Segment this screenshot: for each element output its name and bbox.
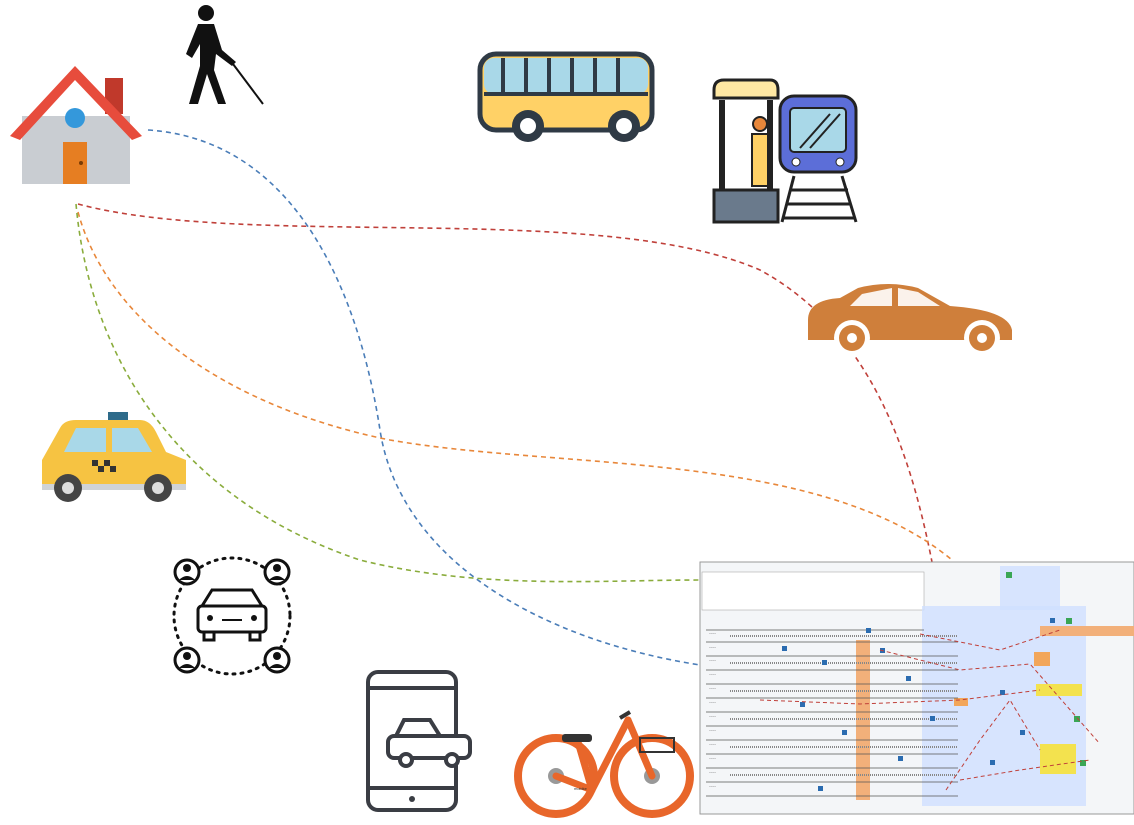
svg-text:~~~~: ~~~~ xyxy=(709,728,716,732)
ride-hailing-app-icon xyxy=(366,670,472,812)
edge-red xyxy=(77,203,933,563)
svg-text:~~~~: ~~~~ xyxy=(709,714,716,718)
svg-text:~~~~: ~~~~ xyxy=(709,645,716,649)
svg-text:~~~~: ~~~~ xyxy=(709,784,716,788)
pedestrian-with-cane-icon xyxy=(186,5,264,105)
svg-text:mobike: mobike xyxy=(574,786,588,791)
edge-green xyxy=(75,203,701,583)
svg-text:~~~~: ~~~~ xyxy=(709,756,716,760)
train-station-icon xyxy=(712,78,858,224)
svg-text:~~~~: ~~~~ xyxy=(709,686,716,690)
station-floor-plan: ~~~~ ~~~~ ~~~~ ~~~~ ~~~~ ~~~~ ~~~~ ~~~~ ~~~~… xyxy=(699,561,1134,815)
svg-text:~~~~: ~~~~ xyxy=(709,742,716,746)
svg-text:~~~~: ~~~~ xyxy=(709,672,716,676)
taxi-icon xyxy=(42,412,186,502)
svg-text:~~~~: ~~~~ xyxy=(709,770,716,774)
carpool-icon xyxy=(172,556,292,676)
bike-share-icon: mobike xyxy=(514,710,694,818)
svg-text:~~~~: ~~~~ xyxy=(709,631,716,635)
car-icon xyxy=(808,284,1012,356)
svg-text:~~~~: ~~~~ xyxy=(709,700,716,704)
house-icon xyxy=(10,66,142,184)
edge-blue xyxy=(147,129,701,666)
edge-orange xyxy=(77,211,953,561)
bus-icon xyxy=(477,51,655,142)
svg-text:~~~~: ~~~~ xyxy=(709,658,716,662)
